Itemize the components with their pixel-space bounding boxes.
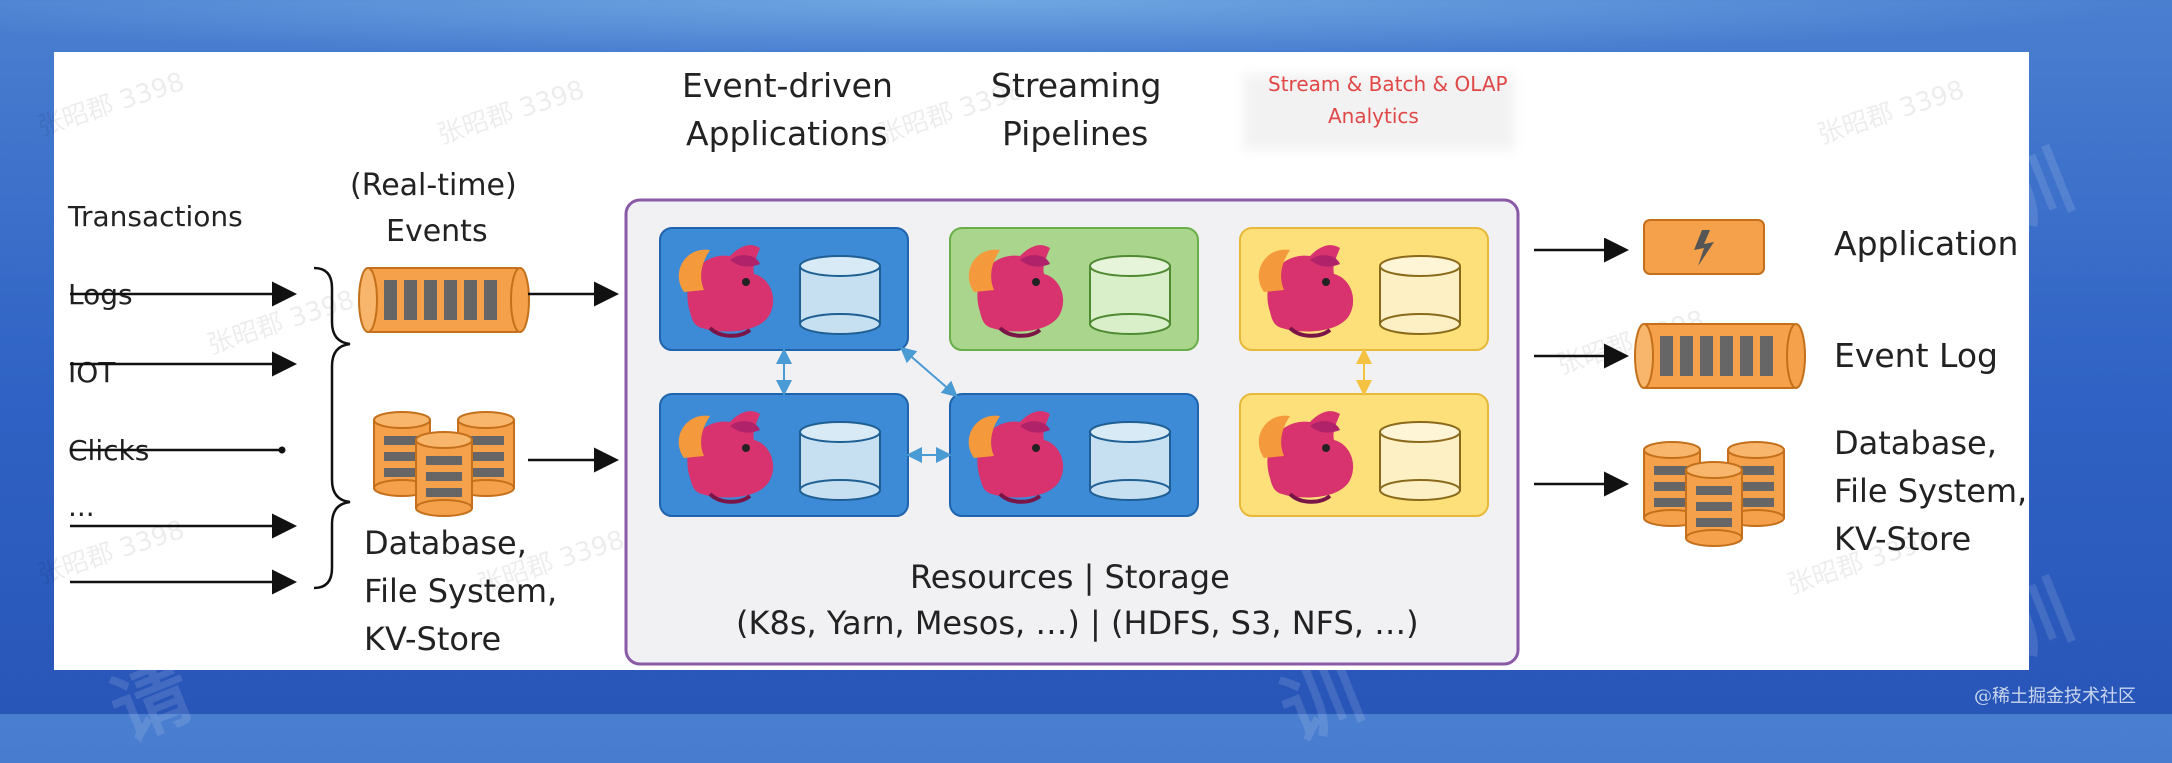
- input-storage-line1: Database,: [364, 524, 527, 562]
- event-log-icon: [358, 267, 530, 333]
- processing-cluster: [624, 198, 1520, 666]
- header-event-driven-line1: Event-driven: [682, 66, 893, 105]
- input-storage-line3: KV-Store: [364, 620, 502, 658]
- olap-blur-box: [1244, 74, 1514, 150]
- output-storage-line1: Database,: [1834, 424, 1997, 462]
- header-streaming-line1: Streaming: [991, 66, 1162, 105]
- events-label-line2: Events: [386, 214, 488, 249]
- flink-node-yellow-2: [1239, 393, 1489, 517]
- header-streaming-line2: Pipelines: [1002, 114, 1149, 153]
- watermark: 张昭郡 3398: [433, 75, 589, 151]
- source-transactions: Transactions: [68, 200, 243, 233]
- output-application: Application: [1834, 224, 2019, 263]
- output-event-log-icon: [1634, 323, 1806, 389]
- watermark: 张昭郡 3398: [1813, 75, 1969, 151]
- header-glow: [0, 0, 2172, 60]
- cluster-input-arrows: [528, 281, 619, 473]
- watermark: 张昭郡 3398: [33, 67, 189, 143]
- input-storage-line2: File System,: [364, 572, 558, 610]
- output-event-log: Event Log: [1834, 336, 1998, 375]
- input-arrows: [70, 266, 351, 595]
- header-event-driven-line2: Applications: [686, 114, 888, 153]
- flink-node-yellow-1: [1239, 227, 1489, 351]
- footer-credit: @稀土掘金技术社区: [1974, 686, 2136, 707]
- header-olap-line1: Stream & Batch & OLAP: [1268, 72, 1508, 96]
- application-icon: [1643, 219, 1765, 275]
- resources-line1: Resources | Storage: [910, 558, 1230, 596]
- output-database-icon: [1643, 441, 1785, 547]
- output-storage-line3: KV-Store: [1834, 520, 1972, 558]
- flink-node-blue-2: [659, 393, 909, 517]
- slide: 张昭郡 3398 张昭郡 3398 张昭郡 3398 张昭郡 3398 张昭郡 …: [34, 52, 2029, 670]
- source-more: ...: [68, 490, 95, 523]
- output-arrows: [1534, 238, 1629, 497]
- flink-node-blue-3: [949, 393, 1199, 517]
- flink-node-green: [949, 227, 1199, 351]
- resources-line2: (K8s, Yarn, Mesos, …) | (HDFS, S3, NFS, …: [736, 604, 1419, 642]
- database-icon: [373, 411, 515, 517]
- events-label-line1: (Real-time): [350, 168, 517, 203]
- flink-node-blue-1: [659, 227, 909, 351]
- output-storage-line2: File System,: [1834, 472, 2028, 510]
- header-olap-line2: Analytics: [1328, 104, 1419, 128]
- source-iot: IOT: [68, 356, 116, 389]
